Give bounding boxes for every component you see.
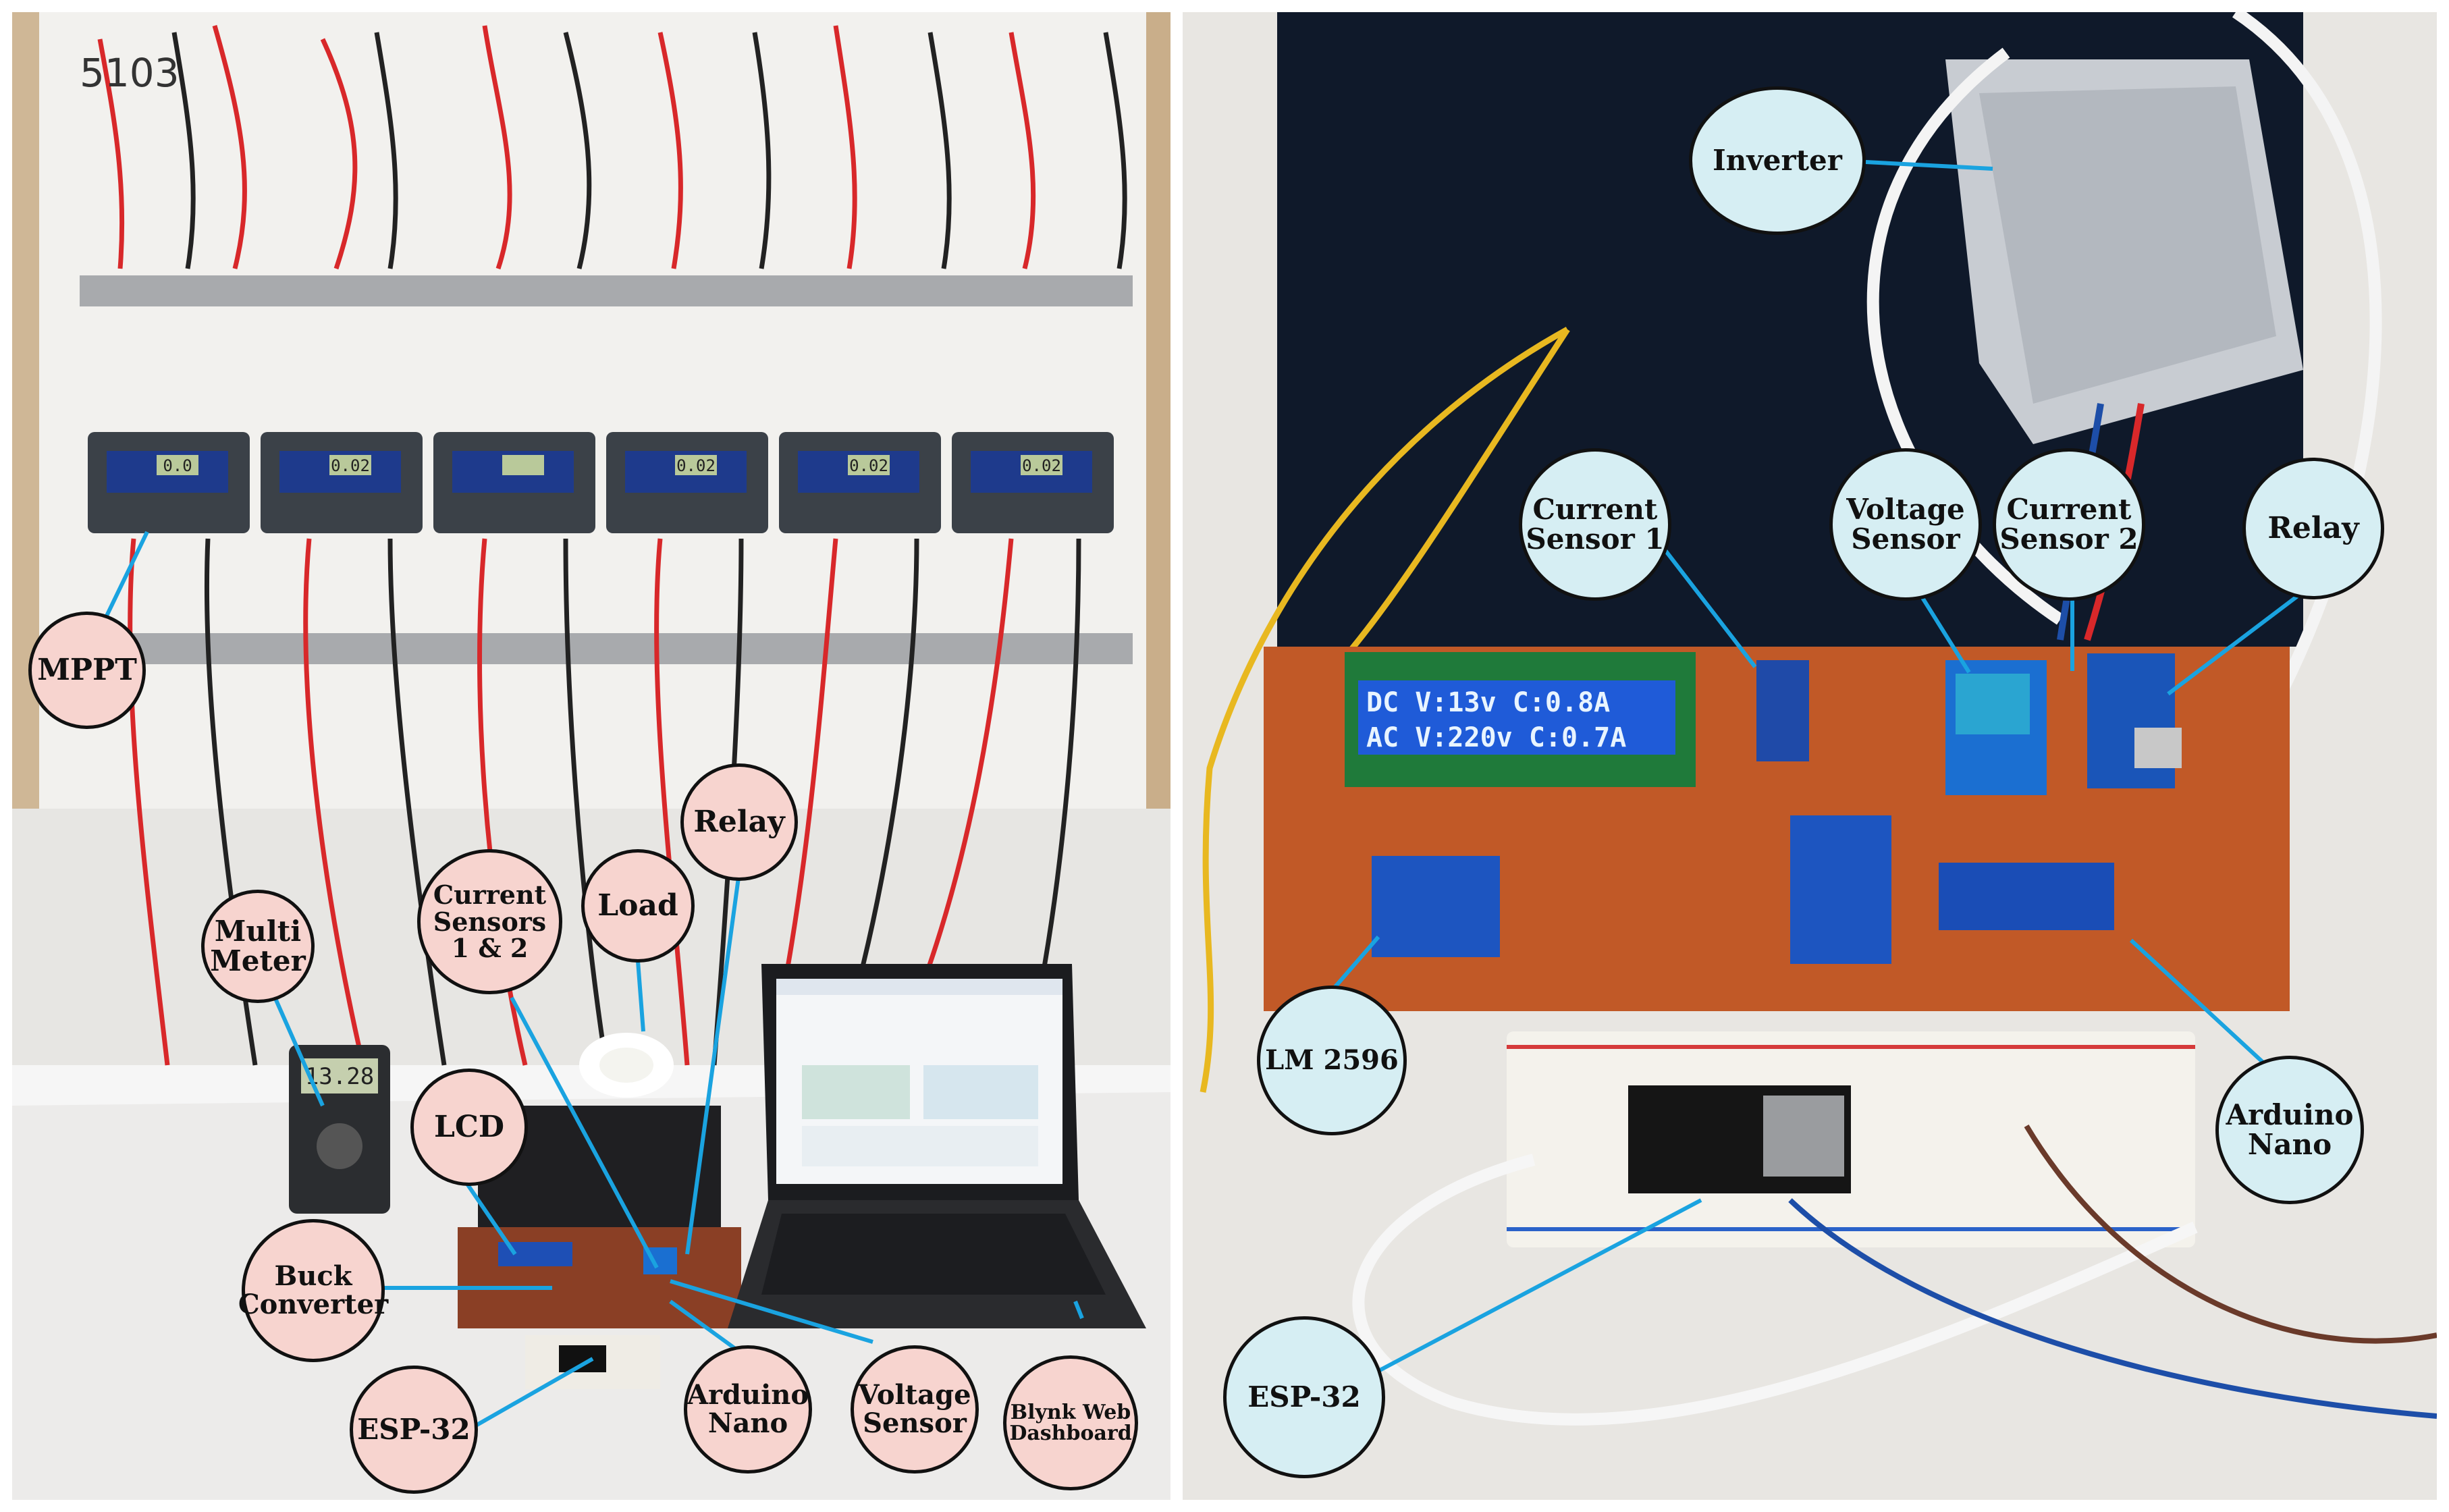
mppt-display-reading: 0.02 [676, 456, 716, 475]
callout-inverter: Inverter [1689, 86, 1866, 235]
mppt-display-reading: 0.02 [331, 456, 370, 475]
board-number-label: 5103 [80, 50, 180, 96]
mppt-display-reading: 0.0 [163, 456, 192, 475]
callout-multimeter: Multi Meter [201, 890, 315, 1003]
callout-lcd: LCD [410, 1069, 528, 1186]
callout-relay: Relay [680, 763, 798, 881]
callout-relay: Relay [2242, 458, 2384, 599]
callout-esp32: ESP-32 [1223, 1316, 1385, 1478]
callout-current-sensors: Current Sensors 1 & 2 [417, 849, 562, 994]
mppt-display-reading: 0.02 [849, 456, 888, 475]
lcd-line-2: AC V:220v C:0.7A [1366, 722, 1626, 753]
multimeter-reading: 13.28 [305, 1063, 374, 1090]
callout-current-sensor-2: Current Sensor 2 [1993, 448, 2145, 601]
right-photo-panel: DC V:13v C:0.8A AC V:220v C:0.7A [1183, 12, 2437, 1500]
callout-arduino-nano: Arduino Nano [684, 1345, 812, 1474]
callout-current-sensor-1: Current Sensor 1 [1519, 448, 1671, 601]
right-leader-lines [1324, 160, 2308, 1372]
left-photo-scene: 13.28 0.0 0.02 0.02 0.02 0.02 [12, 12, 1170, 1500]
callout-buck-converter: Buck Converter [238, 1219, 388, 1362]
mppt-display-reading: 0.02 [1022, 456, 1061, 475]
callout-lm2596: LM 2596 [1257, 986, 1407, 1135]
callout-voltage-sensor: Voltage Sensor [851, 1345, 979, 1474]
left-leader-lines [98, 531, 1084, 1428]
lcd-line-1: DC V:13v C:0.8A [1366, 687, 1610, 718]
callout-voltage-sensor: Voltage Sensor [1829, 448, 1982, 601]
callout-mppt: MPPT [28, 612, 146, 729]
callout-arduino-nano: Arduino Nano [2215, 1056, 2364, 1204]
callout-load: Load [581, 849, 695, 963]
left-photo-panel: 13.28 0.0 0.02 0.02 0.02 0.02 [12, 12, 1170, 1500]
callout-blynk-dashboard: Blynk Web Dashboard [1003, 1355, 1138, 1490]
mppt-controllers [88, 432, 1114, 533]
callout-esp32: ESP-32 [350, 1366, 478, 1494]
